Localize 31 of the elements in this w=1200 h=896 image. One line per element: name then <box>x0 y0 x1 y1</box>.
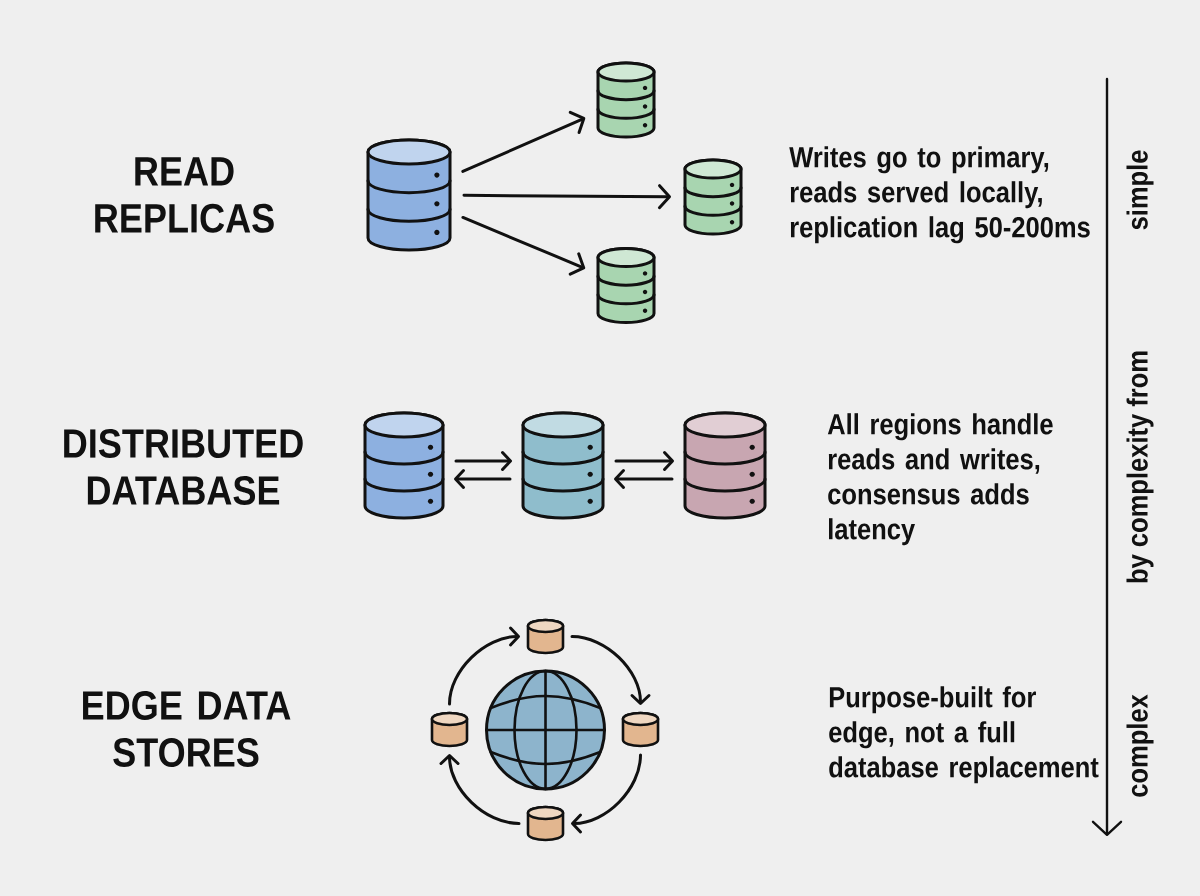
description-text: Writes go to primary, reads served locally, replication lag 50-200ms <box>789 146 1090 244</box>
database-cylinder <box>596 61 656 139</box>
arrow <box>614 469 674 489</box>
database-cylinder <box>596 247 656 324</box>
description-text: Purpose-built for edge, not a full database replacement <box>829 686 1099 784</box>
arrow <box>439 754 521 825</box>
scale-label: by complexity from <box>1126 351 1154 583</box>
database-cylinder <box>526 805 565 842</box>
database-cylinder <box>683 158 743 236</box>
arrow <box>614 451 674 471</box>
database-cylinder <box>366 138 452 252</box>
database-cylinder <box>683 411 767 520</box>
arrow <box>448 626 520 706</box>
arrow <box>571 753 642 834</box>
arrow <box>461 110 586 173</box>
arrow <box>461 215 586 276</box>
database-cylinder <box>430 711 469 748</box>
database-cylinder <box>526 618 565 655</box>
database-cylinder <box>521 411 605 520</box>
section-heading: DISTRIBUTED DATABASE <box>64 429 303 505</box>
scale-label: complex <box>1126 694 1154 797</box>
database-cylinder <box>621 711 660 748</box>
arrow <box>454 469 512 489</box>
arrow <box>570 635 651 705</box>
arrow <box>454 451 512 471</box>
database-cylinder <box>363 411 445 520</box>
description-text: All regions handle reads and writes, consensus adds latency <box>827 413 1053 546</box>
arrow <box>462 184 671 210</box>
section-heading: READ REPLICAS <box>95 157 274 233</box>
section-heading: EDGE DATA STORES <box>83 691 291 767</box>
scale-label: simple <box>1126 150 1154 230</box>
